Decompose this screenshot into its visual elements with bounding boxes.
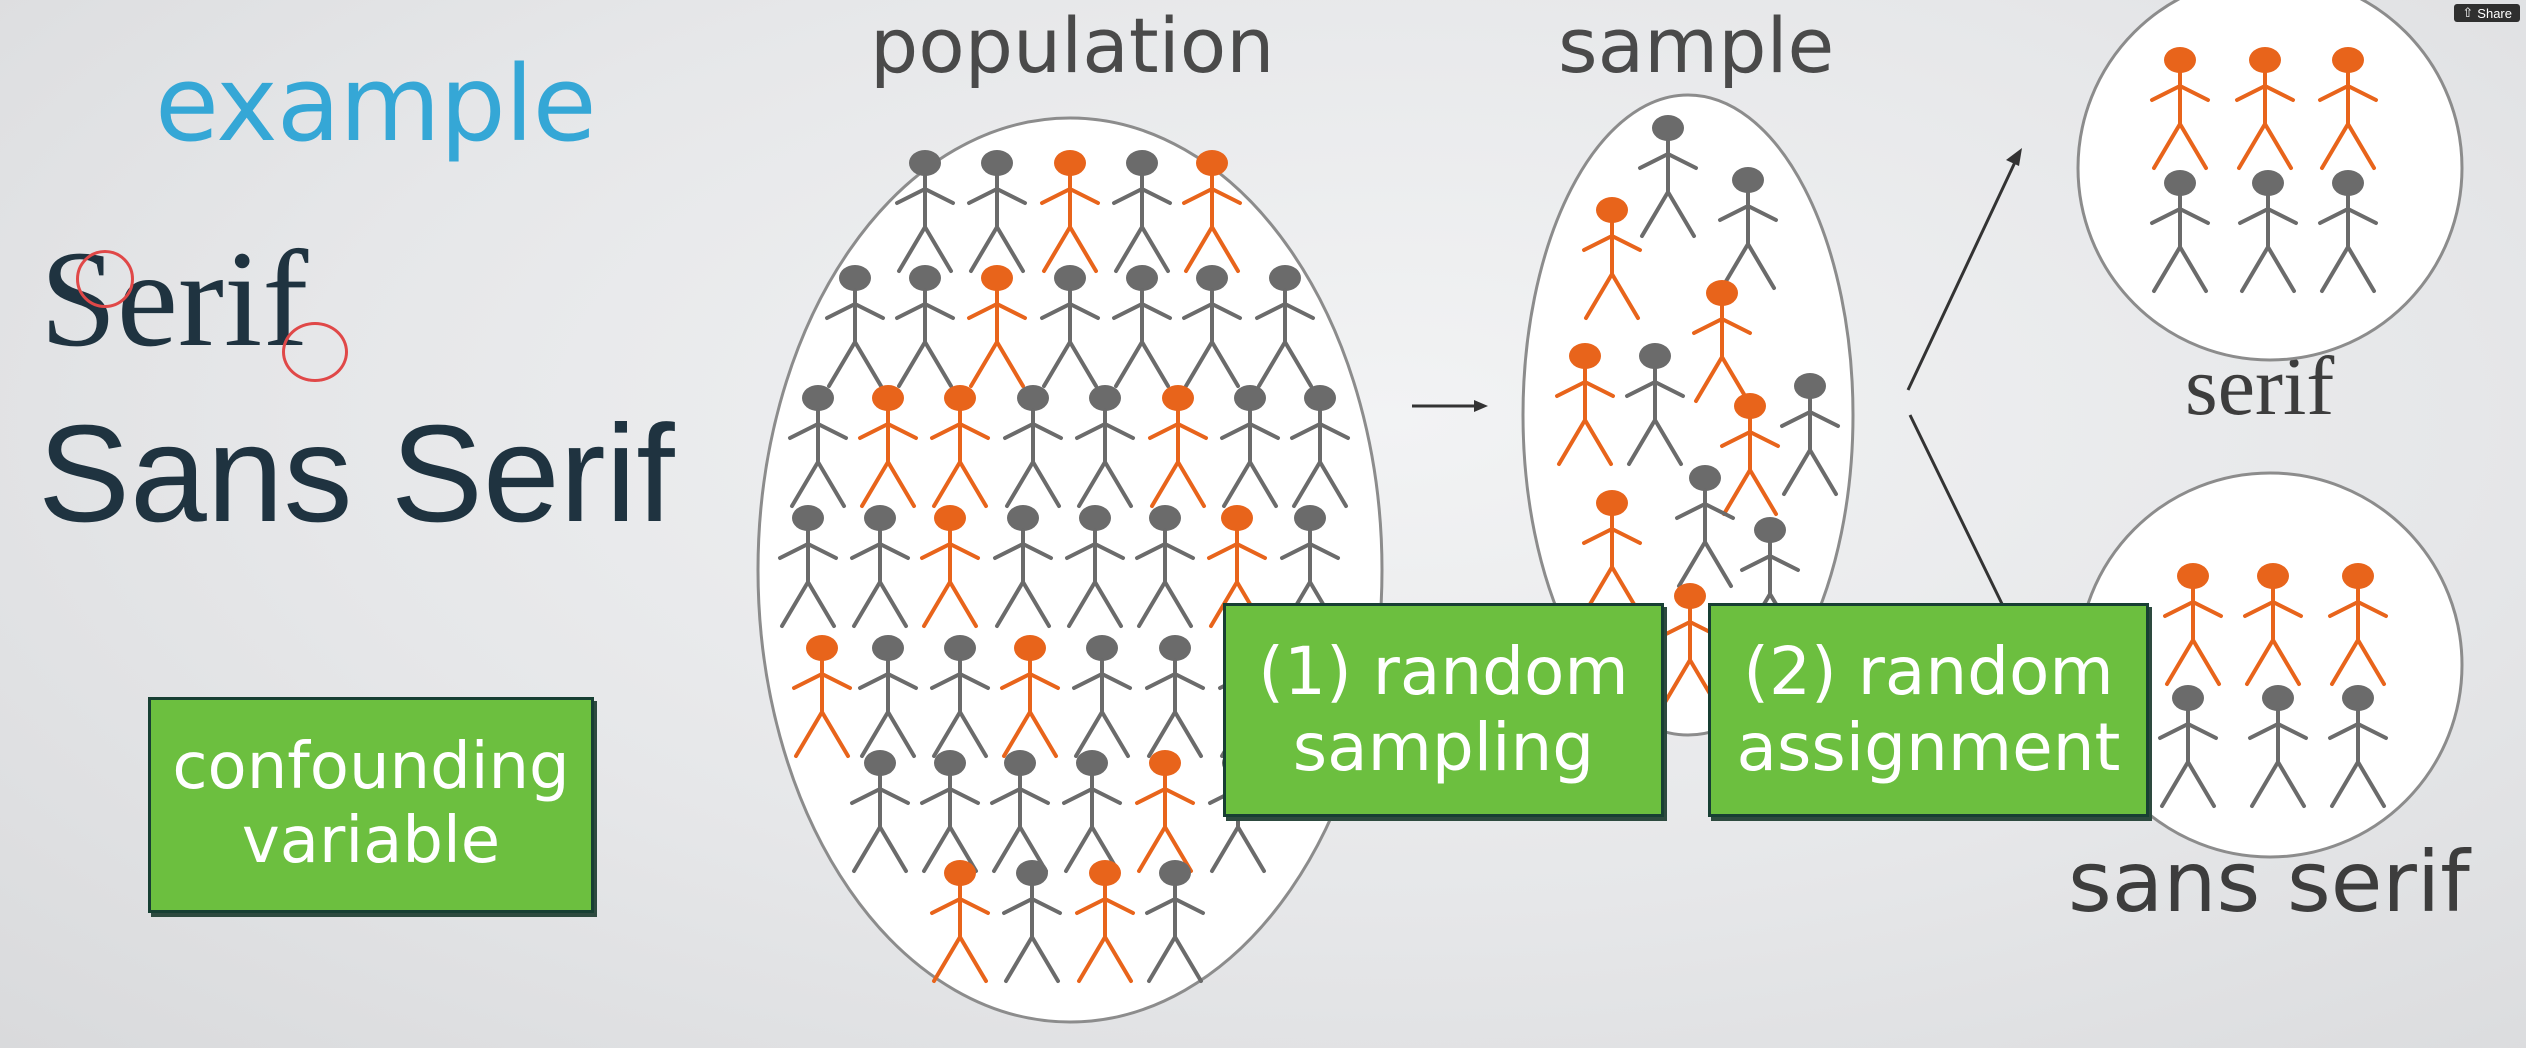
arrow-to-serif-group — [1906, 148, 2022, 391]
stick-figure — [2150, 170, 2210, 293]
stick-figure — [788, 385, 848, 508]
confounding-line-2: variable — [241, 804, 501, 878]
stick-figure — [850, 505, 910, 628]
stick-figure — [2238, 170, 2298, 293]
stick-figure — [2328, 685, 2388, 808]
stick-figure — [858, 385, 918, 508]
confounding-line-1: confounding — [172, 730, 570, 805]
stick-figure — [2158, 685, 2218, 808]
stick-figure — [1555, 343, 1615, 466]
stick-figure — [1582, 197, 1642, 320]
stick-figure — [1720, 393, 1780, 516]
population-label: population — [870, 1, 1275, 90]
stick-figure — [2235, 47, 2295, 170]
stick-figure — [2163, 563, 2223, 686]
slide-title: example — [155, 43, 597, 165]
stick-figure — [1780, 373, 1840, 496]
random-assignment-line-1: (2) random — [1743, 633, 2114, 711]
stick-figure — [1065, 505, 1125, 628]
stick-figure — [850, 750, 910, 873]
stick-figure — [825, 265, 885, 388]
random-sampling-line-2: sampling — [1292, 709, 1595, 786]
stick-figure — [1072, 635, 1132, 758]
random-assignment-box: (2) random assignment — [1708, 603, 2149, 817]
stick-figure — [1255, 265, 1315, 388]
stick-figure — [2318, 47, 2378, 170]
stick-figure — [895, 265, 955, 388]
share-button[interactable]: ⇧ Share — [2454, 4, 2520, 22]
stick-figure — [1003, 385, 1063, 508]
stick-figure — [792, 635, 852, 758]
sans-serif-example-word: Sans Serif — [38, 397, 675, 551]
stick-figure — [1625, 343, 1685, 466]
stick-figure — [2318, 170, 2378, 293]
stick-figure — [930, 385, 990, 508]
stick-figure — [1220, 385, 1280, 508]
stick-figure — [2243, 563, 2303, 686]
confounding-variable-box: confounding variable — [148, 697, 594, 913]
stick-figure — [1290, 385, 1350, 508]
stick-figure — [1040, 150, 1100, 273]
stick-figure — [1145, 860, 1205, 983]
serif-highlight-circle — [76, 250, 134, 308]
stick-figure — [1148, 385, 1208, 508]
stick-figure — [967, 150, 1027, 273]
stick-figure — [993, 505, 1053, 628]
stick-figure — [895, 150, 955, 273]
stick-figure — [1660, 583, 1720, 706]
stick-figure — [1207, 505, 1267, 628]
stick-figure — [990, 750, 1050, 873]
stick-figure — [920, 505, 980, 628]
stick-figure — [2248, 685, 2308, 808]
stick-figure — [1112, 150, 1172, 273]
random-assignment-line-2: assignment — [1736, 709, 2121, 786]
stick-figure — [778, 505, 838, 628]
stick-figure — [1582, 490, 1642, 613]
share-label: Share — [2477, 5, 2512, 21]
stick-figure — [1718, 167, 1778, 290]
stick-figure — [1112, 265, 1172, 388]
stick-figure — [1135, 750, 1195, 873]
stick-figure — [930, 635, 990, 758]
sample-label: sample — [1558, 1, 1835, 90]
stick-figure — [1692, 280, 1752, 403]
share-icon: ⇧ — [2462, 5, 2474, 20]
arrow-to-sample — [1412, 400, 1488, 412]
stick-figure — [1182, 150, 1242, 273]
serif-highlight-circle — [282, 322, 348, 382]
stick-figure — [1182, 265, 1242, 388]
stick-figure — [1040, 265, 1100, 388]
stick-figure — [1135, 505, 1195, 628]
stick-figure — [2150, 47, 2210, 170]
population-ellipse — [756, 116, 1384, 1024]
stick-figure — [1062, 750, 1122, 873]
stick-figure — [1675, 465, 1735, 588]
random-sampling-line-1: (1) random — [1258, 633, 1629, 711]
stick-figure — [930, 860, 990, 983]
stick-figure — [920, 750, 980, 873]
stick-figure — [1145, 635, 1205, 758]
stick-figure — [1075, 860, 1135, 983]
random-sampling-box: (1) random sampling — [1223, 603, 1664, 817]
stick-figure — [1638, 115, 1698, 238]
stick-figure — [2328, 563, 2388, 686]
arrow-to-sans-serif-group — [1908, 414, 2007, 611]
stick-figure — [1002, 860, 1062, 983]
stick-figure — [1075, 385, 1135, 508]
stick-figure — [1000, 635, 1060, 758]
stick-figure — [967, 265, 1027, 388]
stick-figure — [858, 635, 918, 758]
